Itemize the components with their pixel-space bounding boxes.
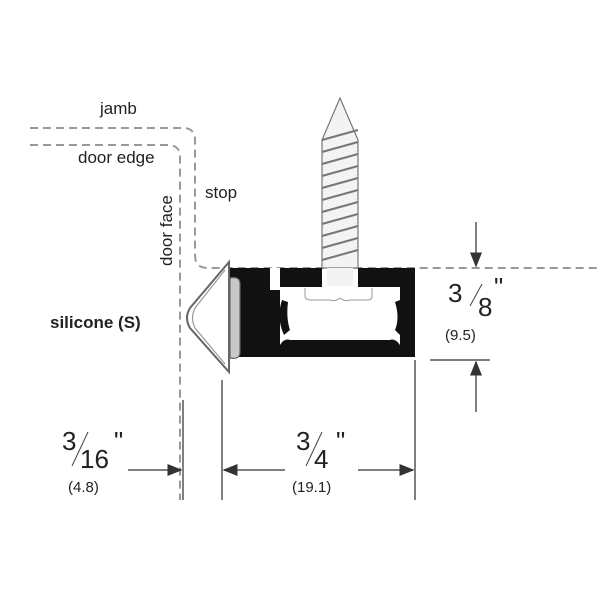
svg-text:(19.1): (19.1)	[292, 479, 331, 496]
svg-text:3: 3	[62, 426, 76, 456]
material-label: silicone (S)	[50, 313, 141, 332]
stop-label: stop	[205, 183, 237, 202]
door-edge-line	[30, 144, 181, 500]
jamb-label: jamb	[99, 99, 137, 118]
door-edge-label: door edge	[78, 148, 155, 167]
svg-text:8: 8	[478, 292, 492, 322]
svg-text:(4.8): (4.8)	[68, 479, 99, 496]
gap-dimension: 3 16 " (4.8)	[62, 426, 123, 496]
svg-text:3: 3	[296, 426, 310, 456]
screw-icon	[321, 96, 359, 269]
svg-text:": "	[336, 426, 345, 456]
svg-text:16: 16	[80, 444, 109, 474]
svg-text:": "	[494, 272, 503, 302]
svg-text:4: 4	[314, 444, 328, 474]
svg-text:": "	[114, 426, 123, 456]
width-dimension: 3 4 " (19.1)	[292, 426, 345, 496]
door-face-label: door face	[157, 195, 176, 266]
weatherstrip-profile	[226, 268, 415, 357]
svg-text:(9.5): (9.5)	[445, 327, 476, 344]
jamb-line	[30, 127, 600, 269]
silicone-seal	[186, 259, 241, 375]
svg-text:3: 3	[448, 278, 462, 308]
height-dimension: 3 8 " (9.5)	[445, 272, 503, 344]
